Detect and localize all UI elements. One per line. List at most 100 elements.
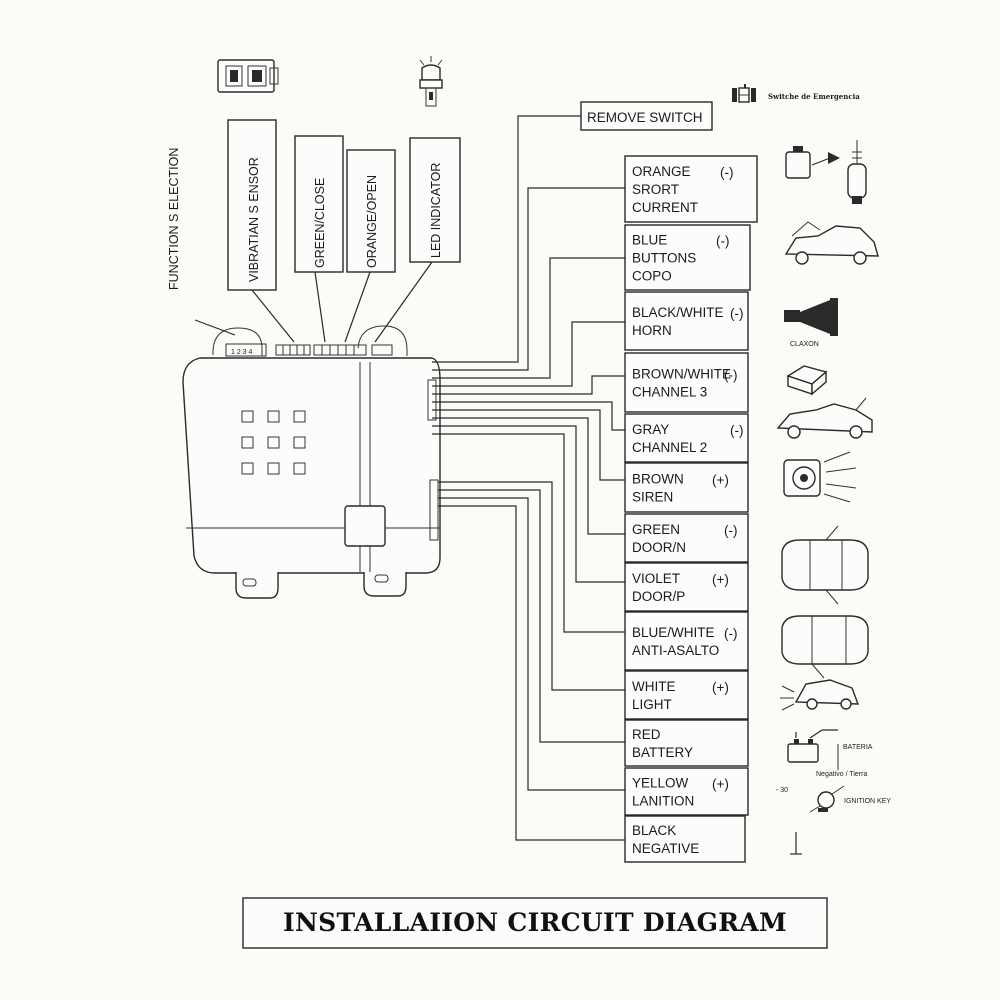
wire-label-line: BLACK [632, 823, 676, 838]
wire-label-line: YELLOW [632, 776, 689, 791]
siren-box-icon [786, 365, 828, 396]
orange-open-label: ORANGE/OPEN [346, 149, 396, 273]
car-headlight-icon [780, 679, 860, 711]
svg-text:VIBRATIAN S ENSOR: VIBRATIAN S ENSOR [247, 157, 261, 282]
wire-box-violet: VIOLET DOOR/P (+) [624, 562, 749, 612]
wire-box-black: BLACK NEGATIVE [624, 815, 746, 863]
car-trunk-icon [776, 397, 873, 439]
wire-label-line: LIGHT [632, 697, 672, 712]
wire-box-black-white: BLACK/WHITE HORN (-) [624, 291, 749, 351]
wire-label-line: BROWN/WHITE [632, 367, 731, 382]
label-leader-lines [194, 261, 433, 343]
wire-label-line: VIOLET [632, 571, 680, 586]
wire-label-column: ORANGESRORTCURRENT(-)BLUEBUTTONSCOPO(-)B… [624, 155, 758, 863]
wire-label-line: HORN [632, 323, 672, 338]
wire-label-line: BATTERY [632, 745, 693, 760]
black-white-wire [432, 321, 625, 387]
wire-label-line: BLACK/WHITE [632, 305, 724, 320]
wire-label-line: BLUE/WHITE [632, 625, 715, 640]
wire-label-line: BROWN [632, 472, 684, 487]
wire-label-line: RED [632, 727, 661, 742]
wire-label-line: SRORT [632, 182, 679, 197]
wire-polarity: (+) [712, 680, 729, 695]
wire-label-line: DOOR/P [632, 589, 685, 604]
red-wire [438, 489, 625, 743]
orange-wire [432, 187, 625, 371]
white-wire [438, 481, 625, 691]
svg-text:BATERIA: BATERIA [843, 744, 873, 751]
wire-label-line: GREEN [632, 522, 680, 537]
wire-label-line: SIREN [632, 490, 673, 505]
vibration-sensor-label: VIBRATIAN S ENSOR [227, 119, 277, 291]
wire-label-line: BUTTONS [632, 251, 696, 266]
wire-polarity: (-) [720, 165, 734, 180]
starter-relay-icon [785, 140, 867, 204]
ground-line-icon [790, 832, 802, 855]
brown-white-wire [432, 375, 625, 395]
wire-box-white: WHITE LIGHT (+) [624, 670, 749, 720]
svg-text:IGNITION KEY: IGNITION KEY [844, 798, 891, 805]
wire-label-line: ORANGE [632, 164, 691, 179]
wire-box-blue-white: BLUE/WHITE ANTI-ASALTO (-) [624, 611, 749, 671]
svg-text:CLAXON: CLAXON [790, 341, 819, 348]
wire-polarity: (-) [724, 523, 738, 538]
wire-box-red: RED BATTERY [624, 719, 749, 767]
yellow-wire [438, 497, 625, 791]
wire-label-line: WHITE [632, 679, 676, 694]
remove-switch-label: REMOVE SWITCH [580, 101, 713, 131]
green-wire [432, 417, 625, 535]
emergency-switch-label: Switche de Emergencia [732, 84, 860, 103]
wire-polarity: (+) [712, 777, 729, 792]
led-bulb-icon [419, 56, 443, 107]
wire-label-line: CHANNEL 3 [632, 385, 707, 400]
wire-box-brown: BROWN SIREN (+) [624, 462, 749, 513]
svg-text:LED INDICATOR: LED INDICATOR [429, 163, 443, 258]
gray-wire [432, 401, 625, 431]
wire-polarity: (+) [712, 572, 729, 587]
green-close-label: GREEN/CLOSE [294, 135, 344, 273]
car-doors-top-view-icon [781, 525, 869, 605]
status-led-grid [241, 410, 306, 475]
svg-text:REMOVE SWITCH: REMOVE SWITCH [587, 110, 703, 125]
horn-icon: CLAXON [784, 298, 838, 348]
led-indicator-label: LED INDICATOR [409, 137, 461, 263]
alarm-control-module: 1 2 3 4 [182, 325, 441, 599]
wire-polarity: (-) [716, 234, 730, 249]
svg-text:ORANGE/OPEN: ORANGE/OPEN [365, 175, 379, 268]
svg-text:Switche de Emergencia: Switche de Emergencia [768, 92, 860, 101]
brown-wire [432, 409, 625, 481]
wire-label-line: CURRENT [632, 200, 698, 215]
wire-label-line: CHANNEL 2 [632, 440, 707, 455]
car-hood-open-icon [784, 221, 879, 265]
siren-speaker-icon [783, 451, 857, 503]
wire-polarity: (-) [724, 368, 738, 383]
svg-text:- 30: - 30 [776, 787, 788, 794]
wire-polarity: (-) [730, 306, 744, 321]
remove-switch-wire [432, 115, 581, 363]
ignition-key-icon: - 30 IGNITION KEY [776, 785, 891, 813]
wire-label-line: ANTI-ASALTO [632, 643, 719, 658]
connector-marks-text: 1 2 3 4 [231, 349, 253, 356]
wire-polarity: (-) [724, 626, 738, 641]
wire-box-brown-white: BROWN/WHITE CHANNEL 3 (-) [624, 352, 749, 413]
wire-label-line: NEGATIVE [632, 841, 699, 856]
battery-icon: BATERIA Negativo / Tierra [787, 729, 873, 778]
violet-wire [432, 425, 625, 583]
top-connector-pins: 1 2 3 4 [225, 343, 393, 357]
svg-text:FUNCTION S ELECTION: FUNCTION S ELECTION [167, 148, 181, 290]
blue-white-wire [432, 433, 625, 633]
function-selection-label: FUNCTION S ELECTION [167, 148, 181, 290]
black-wire [438, 505, 625, 841]
sensor-unit-icon [217, 59, 279, 93]
diagram-title: INSTALLAIION CIRCUIT DIAGRAM [283, 908, 787, 937]
harness-wires [432, 115, 625, 841]
wire-polarity: (+) [712, 473, 729, 488]
wire-label-line: GRAY [632, 422, 669, 437]
wire-box-orange: ORANGE SRORT CURRENT (-) [624, 155, 758, 223]
wire-label-line: BLUE [632, 233, 667, 248]
car-open-door-icon [781, 615, 869, 679]
